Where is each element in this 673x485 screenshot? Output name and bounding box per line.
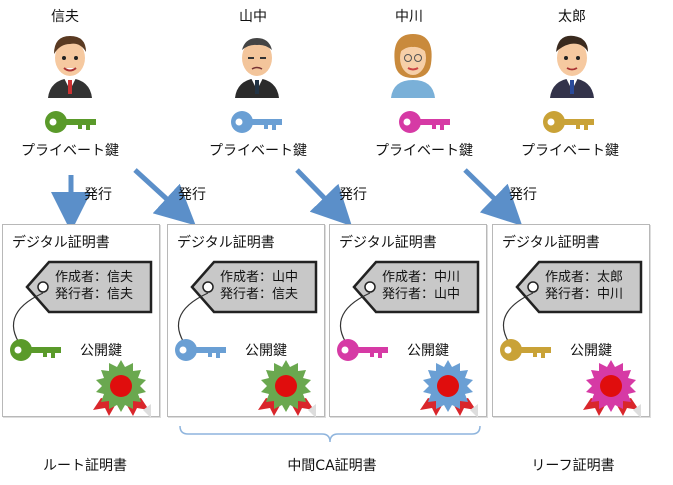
seal-icon [93, 360, 151, 418]
private-key-label-nakagawa: プライベート鍵 [375, 143, 473, 159]
private-key-icon-nakagawa [399, 111, 450, 133]
person-name-yamanaka: 山中 [239, 9, 267, 25]
certificate-title: デジタル証明書 [502, 235, 600, 251]
creator-text: 作成者：山中 [220, 270, 299, 285]
issuer-text: 発行者：山中 [382, 287, 461, 302]
certificate-intermediate-1: デジタル証明書 作成者：山中 発行者：信夫 公開鍵 [167, 224, 325, 418]
issue-label-2: 発行 [178, 187, 206, 203]
public-key-label: 公開鍵 [570, 343, 612, 359]
issue-label-4: 発行 [509, 187, 537, 203]
root-certificate-label: ルート証明書 [43, 458, 127, 474]
public-key-icon [10, 339, 61, 361]
issue-arrow-4 [463, 168, 523, 226]
certificate-title: デジタル証明書 [339, 235, 437, 251]
tag-text: 作成者：太郎 発行者：中川 [545, 269, 623, 303]
person-name-taro: 太郎 [558, 9, 586, 25]
person-avatar-nobuo [48, 36, 92, 98]
info-tag [515, 260, 643, 314]
public-key-label: 公開鍵 [80, 343, 122, 359]
person-avatar-taro [550, 35, 594, 98]
issuer-text: 発行者：信夫 [55, 287, 134, 302]
private-key-icon-taro [543, 111, 594, 133]
issuer-text: 発行者：信夫 [220, 287, 299, 302]
issue-arrow-2 [133, 168, 196, 226]
info-tag [25, 260, 153, 314]
tag-text: 作成者：中川 発行者：山中 [382, 269, 460, 303]
person-name-nobuo: 信夫 [51, 9, 79, 25]
person-avatar-nakagawa [391, 34, 435, 98]
public-key-label: 公開鍵 [407, 343, 449, 359]
public-key-icon [175, 339, 226, 361]
creator-text: 作成者：太郎 [545, 270, 624, 285]
certificate-leaf: デジタル証明書 作成者：太郎 発行者：中川 公開鍵 [492, 224, 650, 418]
person-avatar-yamanaka [235, 38, 279, 98]
creator-text: 作成者：信夫 [55, 270, 134, 285]
issue-label-1: 発行 [84, 187, 112, 203]
person-name-nakagawa: 中川 [395, 9, 423, 25]
leaf-certificate-label: リーフ証明書 [531, 458, 615, 474]
public-key-label: 公開鍵 [245, 343, 287, 359]
certificate-title: デジタル証明書 [12, 235, 110, 251]
tag-text: 作成者：信夫 発行者：信夫 [55, 269, 133, 303]
info-tag [352, 260, 480, 314]
seal-icon [258, 360, 316, 418]
issuer-text: 発行者：中川 [545, 287, 624, 302]
private-key-icon-nobuo [45, 111, 96, 133]
certificate-root: デジタル証明書 作成者：信夫 発行者：信夫 公開鍵 [2, 224, 160, 418]
intermediate-certificate-label: 中間CA証明書 [287, 458, 377, 474]
certificate-title: デジタル証明書 [177, 235, 275, 251]
issue-label-3: 発行 [339, 187, 367, 203]
private-key-label-yamanaka: プライベート鍵 [209, 143, 307, 159]
private-key-icon-yamanaka [231, 111, 282, 133]
seal-icon [420, 360, 478, 418]
tag-text: 作成者：山中 発行者：信夫 [220, 269, 298, 303]
seal-icon [583, 360, 641, 418]
public-key-icon [337, 339, 388, 361]
creator-text: 作成者：中川 [382, 270, 461, 285]
public-key-icon [500, 339, 551, 361]
info-tag [190, 260, 318, 314]
certificate-intermediate-2: デジタル証明書 作成者：中川 発行者：山中 公開鍵 [329, 224, 487, 418]
private-key-label-nobuo: プライベート鍵 [21, 143, 119, 159]
private-key-label-taro: プライベート鍵 [521, 143, 619, 159]
issue-arrow-3 [295, 168, 352, 227]
